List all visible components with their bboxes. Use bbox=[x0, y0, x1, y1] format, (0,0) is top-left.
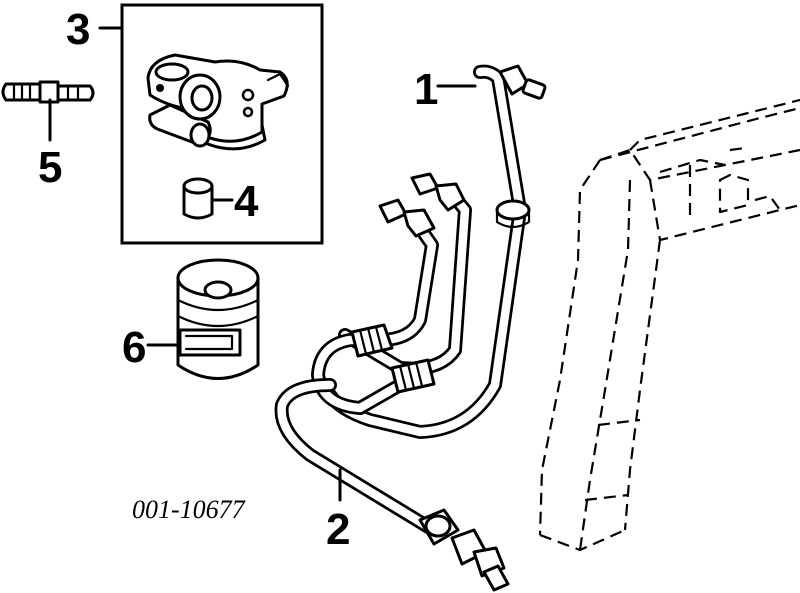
line-fittings bbox=[350, 64, 547, 592]
part-3-group-box bbox=[120, 3, 324, 245]
filter-adapter-housing bbox=[146, 53, 290, 151]
reference-code: 001-10677 bbox=[132, 495, 246, 524]
callout-2: 2 bbox=[326, 505, 350, 554]
callout-6: 6 bbox=[122, 323, 146, 372]
hose-fitting-part-5 bbox=[1, 80, 95, 104]
leader-lines bbox=[48, 26, 477, 502]
radiator-outline bbox=[538, 98, 800, 552]
callout-5: 5 bbox=[38, 143, 62, 192]
callout-1: 1 bbox=[414, 65, 438, 114]
oil-filter-part-6 bbox=[176, 258, 260, 380]
oil-cooler-lines bbox=[274, 64, 527, 535]
callout-4: 4 bbox=[234, 177, 259, 226]
plug-part-4 bbox=[182, 177, 214, 220]
callout-3: 3 bbox=[66, 5, 90, 54]
